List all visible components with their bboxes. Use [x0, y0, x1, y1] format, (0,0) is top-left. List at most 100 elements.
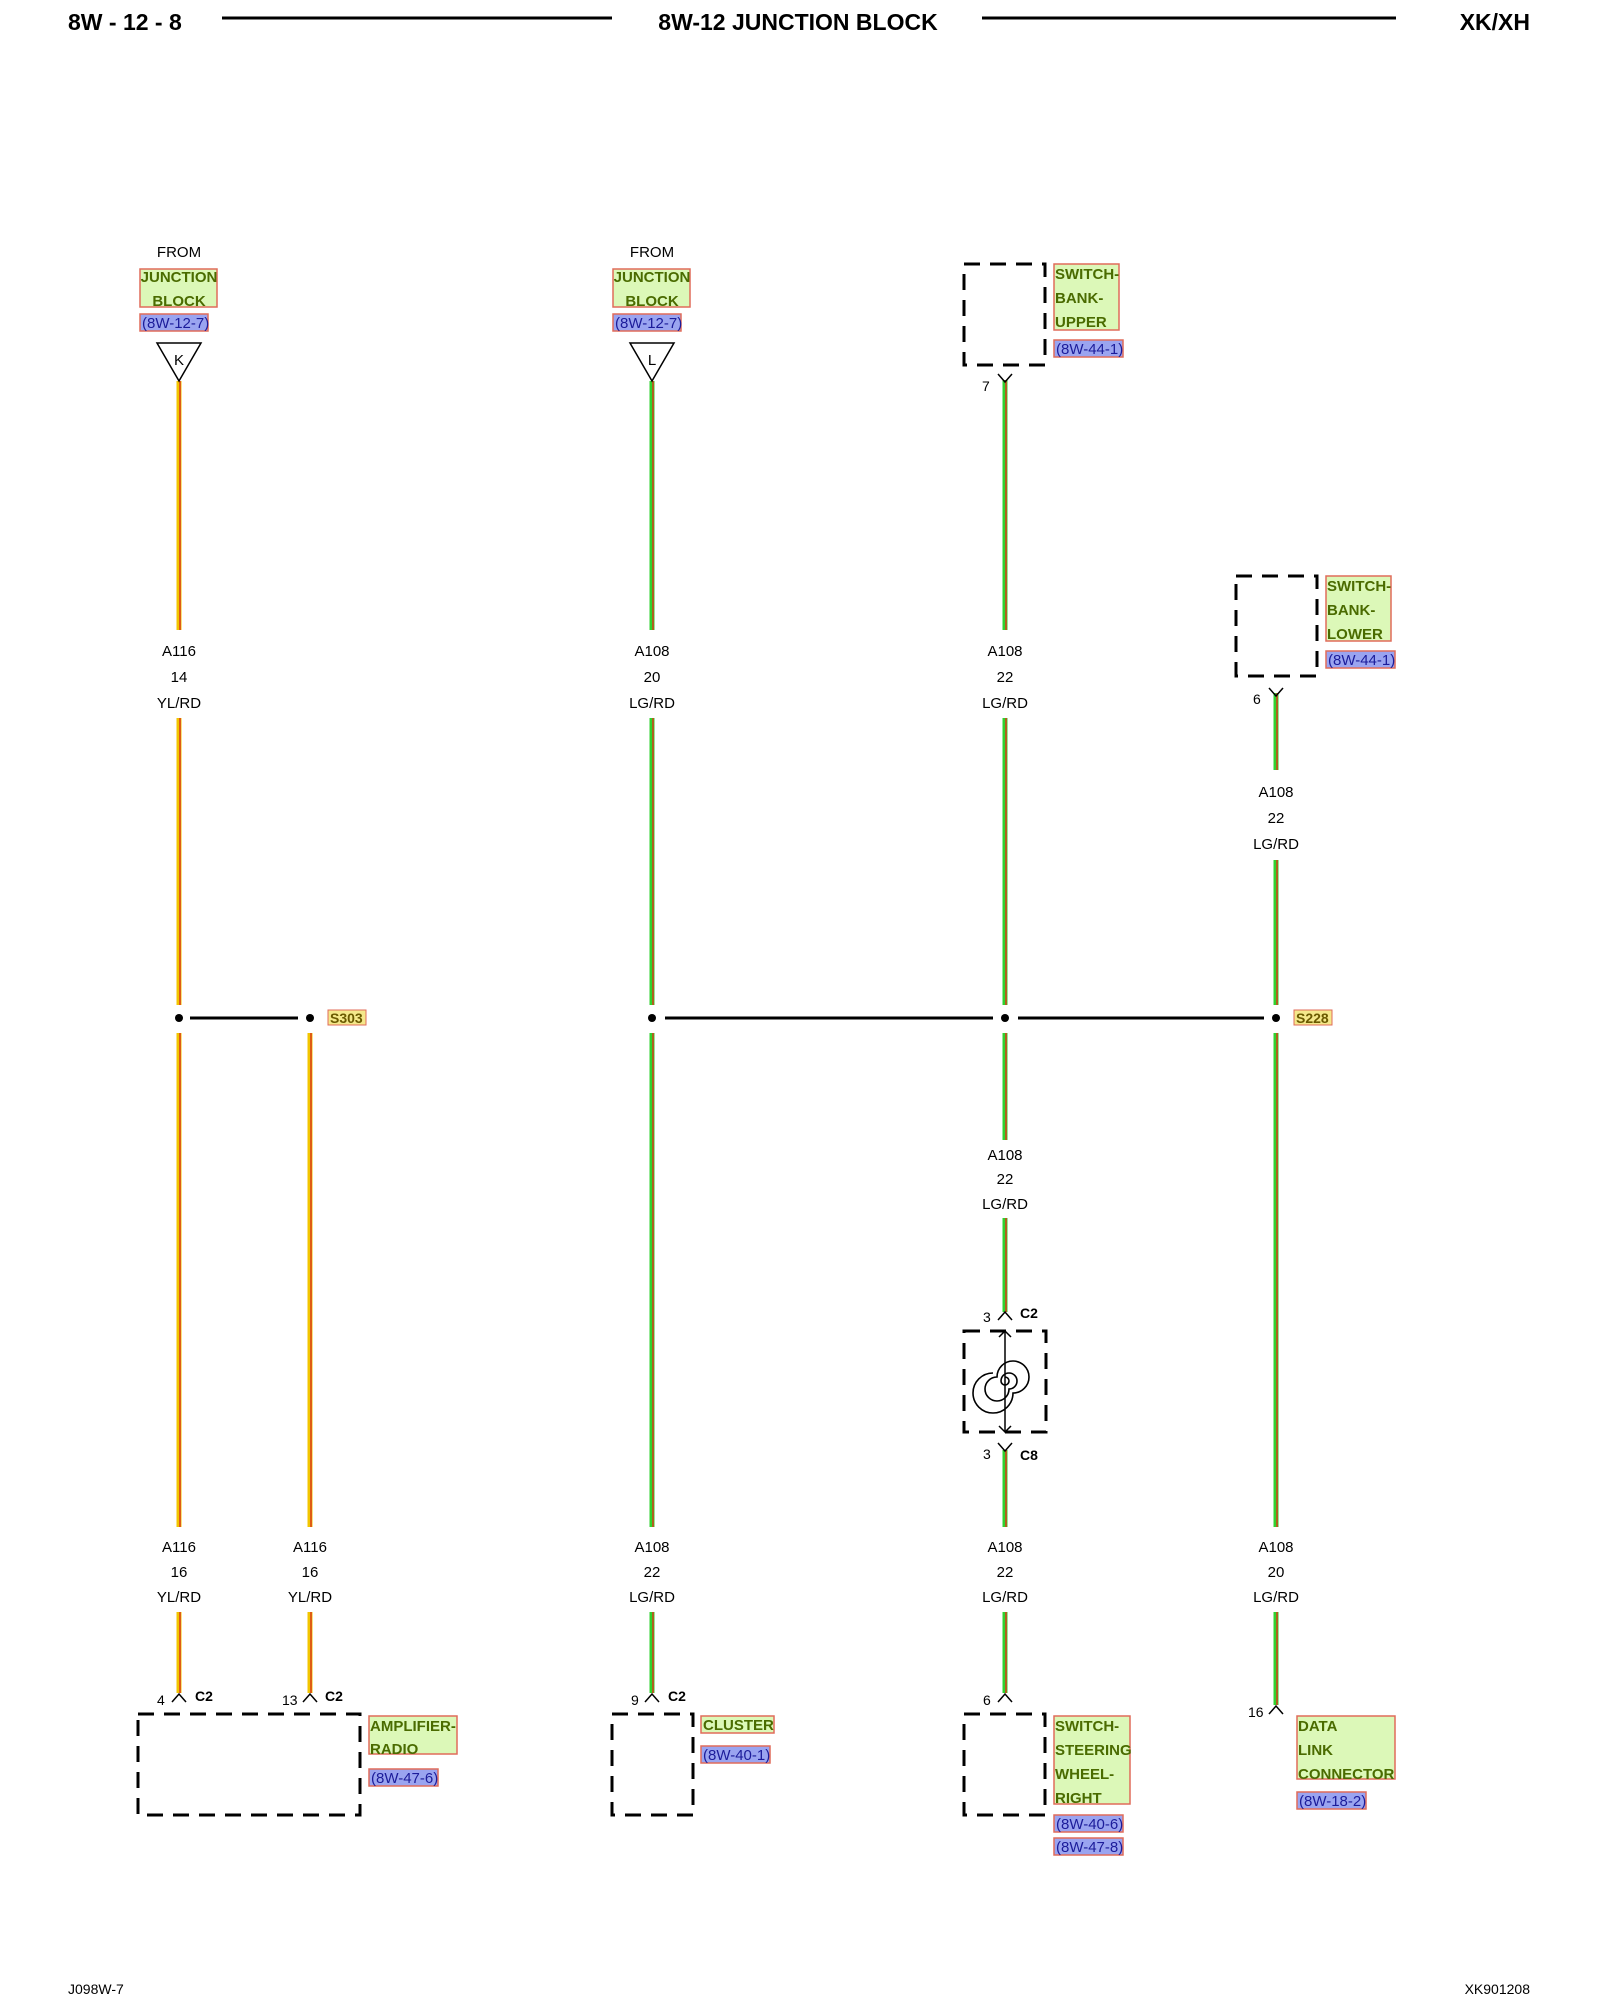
wire-color-code: LG/RD: [1253, 836, 1299, 853]
connector-letter: K: [174, 352, 184, 369]
clockspring[interactable]: 3 C2 3 C8: [962, 1305, 1048, 1463]
connector-letter: L: [648, 352, 656, 369]
wire-gauge: 14: [171, 669, 188, 686]
pin-fork-icon: [997, 1310, 1013, 1321]
wire-color-code: LG/RD: [982, 695, 1028, 712]
component-switch-bank-upper[interactable]: SWITCH- BANK- UPPER (8W-44-1) 7: [962, 262, 1124, 394]
wire-a116-amp-13[interactable]: [307, 1033, 313, 1693]
wire-a108-dlc[interactable]: [1273, 1033, 1279, 1705]
circuit-id: A108: [634, 643, 669, 660]
wire-gauge: 22: [644, 1564, 661, 1581]
wire-a108-cluster[interactable]: [649, 1033, 655, 1693]
wire-gauge: 16: [302, 1564, 319, 1581]
source-junction-block-k: FROM JUNCTION BLOCK (8W-12-7) K: [139, 244, 218, 383]
component-dashed-box: [610, 1712, 695, 1817]
page-reference-link[interactable]: (8W-47-8): [1056, 1839, 1123, 1856]
circuit-id: A108: [1258, 1539, 1293, 1556]
component-name-line: STEERING: [1055, 1742, 1132, 1759]
page-reference-link[interactable]: (8W-44-1): [1056, 341, 1123, 358]
pin-number: 6: [1253, 691, 1261, 707]
wire-a116-k-top[interactable]: [176, 381, 182, 630]
component-name-line: SWITCH-: [1327, 578, 1391, 595]
component-highlight: [612, 268, 691, 308]
component-switch-bank-lower[interactable]: SWITCH- BANK- LOWER (8W-44-1) 6: [1234, 574, 1396, 707]
pin-number: 4: [157, 1692, 165, 1708]
circuit-id: A116: [162, 643, 196, 660]
circuit-id: A108: [987, 1147, 1022, 1164]
component-name-line: SWITCH-: [1055, 266, 1119, 283]
wire-a108-steering[interactable]: [1002, 1450, 1008, 1693]
reference-highlight: [1296, 1791, 1367, 1810]
wire-a116-k-mid[interactable]: [176, 718, 182, 1005]
component-name-line: SWITCH-: [1055, 1718, 1119, 1735]
component-highlight: [1053, 263, 1120, 331]
pin-number: 6: [983, 1692, 991, 1708]
component-name-line[interactable]: JUNCTION: [614, 269, 691, 286]
reference-highlight: [1053, 1837, 1124, 1856]
component-name-line: RIGHT: [1055, 1790, 1102, 1807]
wire-a108-l-top[interactable]: [649, 381, 655, 1005]
wire-color-code: LG/RD: [1253, 1589, 1299, 1606]
component-dashed-box: [962, 262, 1047, 367]
wire-color-code: LG/RD: [629, 1589, 675, 1606]
arrow-up-icon: [998, 1329, 1012, 1338]
component-highlight: [139, 268, 218, 308]
connector-id: C8: [1020, 1447, 1038, 1463]
connector-id: C2: [195, 1688, 213, 1704]
wire-group: [176, 380, 1279, 1705]
wire-label-a116-amp-4: A116 16 YL/RD: [157, 1539, 201, 1606]
component-name-line: RADIO: [370, 1741, 419, 1758]
wire-a108-to-clockspring[interactable]: [1002, 1033, 1008, 1312]
connector-triangle-icon: [628, 342, 676, 383]
component-amplifier-radio[interactable]: 4 C2 13 C2 AMPLIFIER- RADIO (8W-47-6): [136, 1688, 458, 1817]
component-data-link-connector[interactable]: 16 DATA LINK CONNECTOR (8W-18-2): [1248, 1704, 1396, 1810]
component-name-line: UPPER: [1055, 314, 1107, 331]
page-reference-link[interactable]: (8W-40-1): [703, 1747, 770, 1764]
component-name-line[interactable]: BLOCK: [152, 293, 205, 310]
splice-highlight: [1293, 1009, 1333, 1026]
splice-label-s228[interactable]: S228: [1296, 1010, 1329, 1026]
splice-node: [648, 1014, 656, 1022]
pin-number: 9: [631, 1692, 639, 1708]
component-switch-steering-wheel-right[interactable]: 6 SWITCH- STEERING WHEEL- RIGHT (8W-40-6…: [962, 1692, 1132, 1856]
wire-color-code: YL/RD: [157, 1589, 201, 1606]
wire-a108-lower-switch[interactable]: [1273, 693, 1279, 1005]
page-number: 8W - 12 - 8: [68, 9, 182, 35]
pin-fork-icon: [997, 373, 1013, 384]
component-name-line[interactable]: JUNCTION: [141, 269, 218, 286]
reference-highlight: [368, 1768, 439, 1787]
component-cluster[interactable]: 9 C2 CLUSTER (8W-40-1): [610, 1688, 775, 1817]
splice-node: [1001, 1014, 1009, 1022]
splice-highlight: [327, 1009, 367, 1026]
pin-fork-icon: [644, 1692, 660, 1703]
wire-gauge: 20: [1268, 1564, 1285, 1581]
wire-a108-upper-switch[interactable]: [1002, 380, 1008, 1005]
component-name-line: BANK-: [1327, 602, 1375, 619]
circuit-id: A108: [987, 1539, 1022, 1556]
page-reference-link[interactable]: (8W-47-6): [371, 1770, 438, 1787]
component-name-line[interactable]: BLOCK: [625, 293, 678, 310]
splice-label-s303[interactable]: S303: [330, 1010, 363, 1026]
wire-a116-amp-4[interactable]: [176, 1033, 182, 1693]
wire-color-code: LG/RD: [982, 1589, 1028, 1606]
page-reference-link[interactable]: (8W-44-1): [1328, 652, 1395, 669]
reference-highlight: [700, 1745, 771, 1764]
wire-label-a108-l-top: A108 20 LG/RD: [629, 643, 675, 712]
wire-color-code: YL/RD: [157, 695, 201, 712]
page-reference-link[interactable]: (8W-12-7): [142, 315, 209, 332]
page-reference-link[interactable]: (8W-12-7): [615, 315, 682, 332]
component-name-line: BANK-: [1055, 290, 1103, 307]
wire-color-code: YL/RD: [288, 1589, 332, 1606]
component-name-line: WHEEL-: [1055, 1766, 1114, 1783]
page-reference-link[interactable]: (8W-18-2): [1299, 1793, 1366, 1810]
pin-fork-icon: [997, 1442, 1013, 1453]
circuit-id: A116: [293, 1539, 327, 1556]
reference-highlight: [139, 313, 209, 332]
clockspring-spiral-icon: [972, 1360, 1030, 1414]
model-code: XK/XH: [1460, 9, 1530, 35]
splice-node: [175, 1014, 183, 1022]
component-name-line: AMPLIFIER-: [370, 1718, 456, 1735]
page-reference-link[interactable]: (8W-40-6): [1056, 1816, 1123, 1833]
reference-highlight: [612, 313, 682, 332]
